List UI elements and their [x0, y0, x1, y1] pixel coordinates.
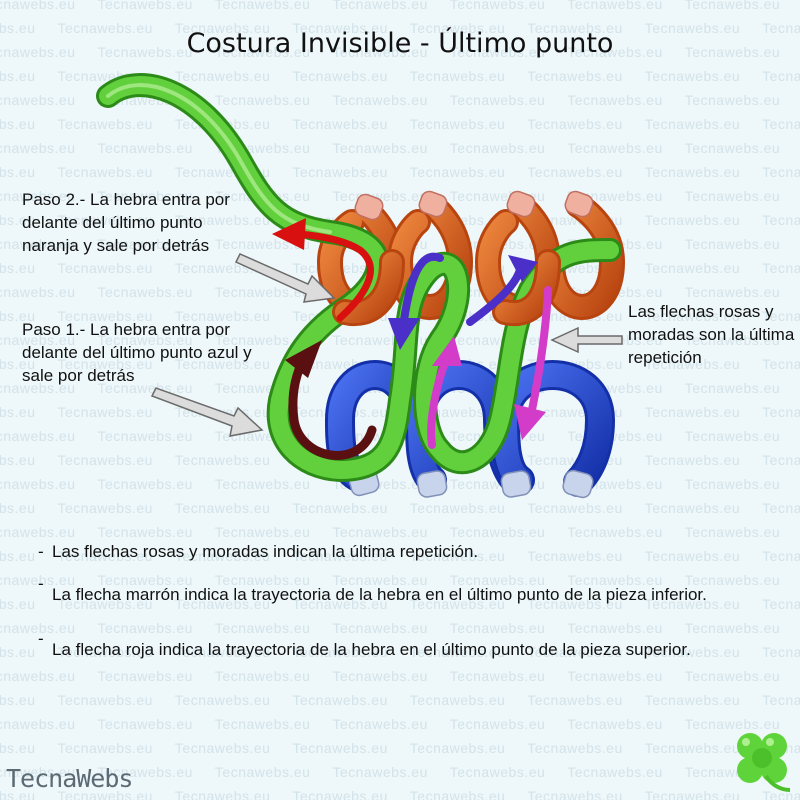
watermark-row: Tecnawebs.eu Tecnawebs.eu Tecnawebs.eu T… — [0, 140, 800, 156]
green-thread — [96, 73, 622, 482]
watermark-row: Tecnawebs.eu Tecnawebs.eu Tecnawebs.eu T… — [0, 188, 800, 204]
blue-loop-3 — [489, 360, 616, 497]
watermark-row: Tecnawebs.eu Tecnawebs.eu Tecnawebs.eu T… — [0, 476, 800, 492]
purple-arrows — [388, 252, 538, 350]
watermark-row: Tecnawebs.eu Tecnawebs.eu Tecnawebs.eu T… — [0, 620, 800, 636]
pink-arrows — [427, 286, 552, 449]
watermark-row: Tecnawebs.eu Tecnawebs.eu Tecnawebs.eu T… — [0, 788, 800, 800]
watermark-row: Tecnawebs.eu Tecnawebs.eu Tecnawebs.eu T… — [0, 44, 800, 60]
legend-list: -Las flechas rosas y moradas indican la … — [38, 540, 778, 693]
watermark-row: Tecnawebs.eu Tecnawebs.eu Tecnawebs.eu T… — [0, 692, 800, 708]
page-title: Costura Invisible - Último punto — [186, 28, 614, 59]
watermark-row: Tecnawebs.eu Tecnawebs.eu Tecnawebs.eu T… — [0, 524, 800, 540]
watermark-row: Tecnawebs.eu Tecnawebs.eu Tecnawebs.eu T… — [0, 644, 800, 660]
watermark-row: Tecnawebs.eu Tecnawebs.eu Tecnawebs.eu T… — [0, 740, 800, 756]
watermark-row: Tecnawebs.eu Tecnawebs.eu Tecnawebs.eu T… — [0, 500, 800, 516]
watermark-row: Tecnawebs.eu Tecnawebs.eu Tecnawebs.eu T… — [0, 0, 800, 12]
list-item: -La flecha marrón indica la trayectoria … — [38, 574, 707, 604]
watermark-row: Tecnawebs.eu Tecnawebs.eu Tecnawebs.eu T… — [0, 572, 800, 588]
note-step-2: Paso 2.- La hebra entra por delante del … — [22, 190, 230, 255]
red-arrow — [272, 218, 374, 322]
orange-front-segments — [332, 249, 561, 327]
note-last-repetition: Las flechas rosas y moradas son la últim… — [628, 302, 795, 367]
brown-arrow — [285, 340, 377, 460]
pointer-arrow-repeat — [550, 326, 623, 354]
watermark-row: Tecnawebs.eu Tecnawebs.eu Tecnawebs.eu T… — [0, 716, 800, 732]
pointer-arrow-step1 — [150, 387, 264, 437]
watermark-row: Tecnawebs.eu Tecnawebs.eu Tecnawebs.eu T… — [0, 764, 800, 780]
watermark-row: Tecnawebs.eu Tecnawebs.eu Tecnawebs.eu T… — [0, 164, 800, 180]
pointer-arrows — [150, 253, 623, 437]
brand-logo-text: TecnaWebs — [6, 764, 133, 793]
blue-loops — [324, 360, 616, 499]
watermark-row: Tecnawebs.eu Tecnawebs.eu Tecnawebs.eu T… — [0, 20, 800, 36]
orange-loop-4 — [539, 192, 626, 320]
note-step-1: Paso 1.- La hebra entra por delante del … — [22, 320, 252, 385]
watermark-row: Tecnawebs.eu Tecnawebs.eu Tecnawebs.eu T… — [0, 596, 800, 612]
watermark-row: Tecnawebs.eu Tecnawebs.eu Tecnawebs.eu T… — [0, 68, 800, 84]
orange-loop-2 — [386, 192, 474, 320]
list-item: -La flecha roja indica la trayectoria de… — [38, 629, 691, 659]
watermark-row: Tecnawebs.eu Tecnawebs.eu Tecnawebs.eu T… — [0, 668, 800, 684]
pointer-arrow-step2 — [234, 253, 336, 303]
watermark-row: Tecnawebs.eu Tecnawebs.eu Tecnawebs.eu T… — [0, 548, 800, 564]
four-leaf-clover-icon — [737, 733, 791, 792]
list-item: -Las flechas rosas y moradas indican la … — [38, 542, 479, 561]
